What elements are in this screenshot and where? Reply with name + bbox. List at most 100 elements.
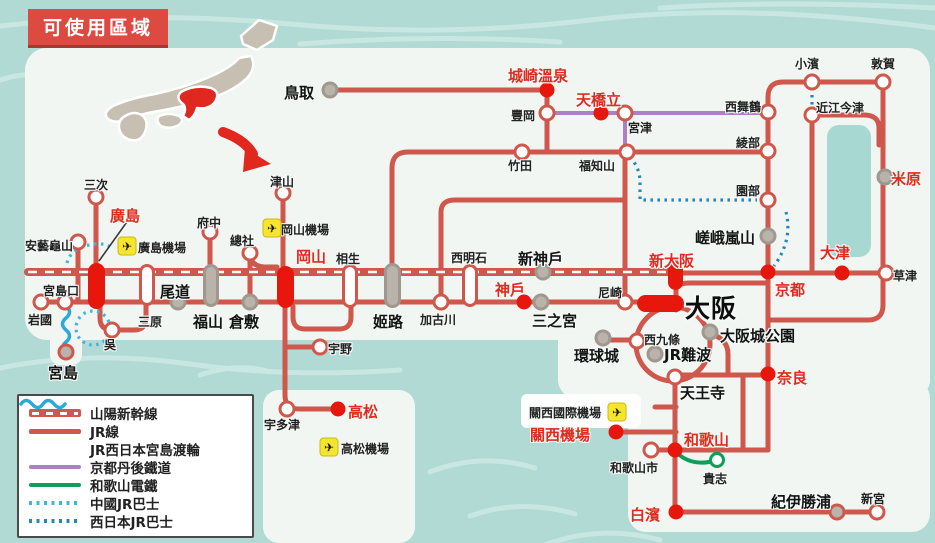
- station-marker: [759, 227, 777, 245]
- station-marker: [274, 184, 292, 202]
- jr-line: [290, 303, 354, 332]
- shinkansen-station-capsule: [139, 264, 155, 306]
- sea-wave: [427, 458, 538, 475]
- map-label: 米原: [891, 170, 922, 188]
- legend-label: JR線: [90, 425, 119, 441]
- shinkansen-station-capsule: [637, 295, 684, 312]
- airport-icon: ✈: [117, 236, 137, 256]
- japan-map-inset: [104, 18, 279, 172]
- station-marker: [311, 338, 329, 356]
- map-label: 宇野: [328, 342, 353, 356]
- map-label: 環球城: [574, 347, 620, 365]
- map-label: 三次: [84, 178, 109, 192]
- map-label: 宮津: [628, 121, 653, 135]
- shinkansen-station-capsule: [277, 266, 294, 308]
- map-label: 嵯峨嵐山: [695, 229, 756, 247]
- station-marker: [57, 343, 75, 361]
- map-label: 西九條: [644, 333, 681, 347]
- sea-wave: [543, 530, 663, 543]
- station-marker: [834, 265, 850, 281]
- legend-label: 中國JR巴士: [90, 497, 160, 513]
- map-label: 倉敷: [229, 313, 260, 331]
- station-marker: [868, 503, 886, 521]
- map-label: 高松: [348, 403, 379, 421]
- japan-honshu: [104, 54, 255, 123]
- sea-wave: [197, 365, 273, 378]
- pointer-arrow: [218, 127, 271, 172]
- shinkansen-station-capsule: [384, 263, 401, 308]
- map-label: 福知山: [579, 159, 616, 173]
- map-label: 三之宮: [532, 312, 578, 330]
- legend-row: 和歌山電鐵: [29, 476, 242, 495]
- map-label: 宮島: [48, 364, 79, 382]
- airport-icon: ✈: [607, 402, 627, 422]
- map-label: 西明石: [451, 251, 488, 265]
- map-label: 西舞鶴: [725, 100, 762, 114]
- map-label: 敦賀: [871, 57, 896, 71]
- japan-hokkaido: [239, 18, 279, 52]
- station-marker: [646, 345, 664, 363]
- map-label: 三原: [138, 315, 163, 329]
- map-label: 高松機場: [341, 442, 390, 456]
- station-marker: [539, 82, 555, 98]
- station-marker: [594, 329, 612, 347]
- map-label: 總社: [230, 234, 255, 248]
- map-label: 和歌山: [684, 431, 730, 449]
- station-marker: [69, 233, 87, 251]
- legend-row: 中國JR巴士: [29, 494, 242, 513]
- station-marker: [201, 223, 219, 241]
- station-marker: [877, 264, 895, 282]
- station-marker: [87, 188, 105, 206]
- map-label: 宇多津: [264, 418, 301, 432]
- station-marker: [538, 104, 556, 122]
- map-label: 津山: [270, 175, 295, 189]
- station-marker: [668, 504, 684, 520]
- map-label: 竹田: [508, 159, 533, 173]
- station-marker: [666, 368, 684, 386]
- station-marker: [534, 263, 552, 281]
- map-label: 神戶: [495, 281, 526, 299]
- station-marker: [759, 103, 777, 121]
- sea-wave: [467, 503, 578, 519]
- station-marker: [618, 143, 636, 161]
- map-label: 關西國際機場: [529, 406, 602, 420]
- map-label: 近江今津: [816, 101, 865, 115]
- legend-row: JR線: [29, 422, 242, 441]
- map-label: 岡山機場: [281, 223, 330, 237]
- station-marker: [593, 105, 609, 121]
- map-label: JR難波: [664, 346, 712, 364]
- station-marker: [642, 441, 660, 459]
- map-label: 廣島: [110, 207, 141, 225]
- station-marker: [169, 293, 187, 311]
- legend-label: 京都丹後鐵道: [90, 461, 171, 477]
- map-label: 大阪: [685, 294, 738, 323]
- legend-label: 西日本JR巴士: [90, 515, 173, 531]
- jr-line: [809, 112, 882, 148]
- legend-bus-chugoku-sample: [29, 501, 81, 505]
- map-title: 可使用區域: [28, 9, 169, 45]
- legend-shinkansen-sample: [29, 409, 81, 417]
- station-marker: [759, 191, 777, 209]
- map-label: 紀伊勝浦: [771, 493, 832, 511]
- station-marker: [241, 244, 259, 262]
- map-label: 園部: [736, 184, 761, 198]
- jr-line: [438, 197, 628, 303]
- station-marker: [701, 323, 719, 341]
- map-label: 新神戶: [518, 250, 564, 268]
- map-label: 小濱: [795, 57, 820, 71]
- map-label: 關西機場: [530, 426, 591, 444]
- legend-row: JR西日本宮島渡輪: [19, 398, 242, 459]
- station-marker: [628, 332, 646, 350]
- map-label: 天橋立: [576, 91, 622, 109]
- station-marker: [709, 452, 725, 468]
- airport-icon: ✈: [319, 437, 339, 457]
- legend-wakayama-sample: [29, 483, 81, 487]
- station-marker: [760, 366, 776, 382]
- jr-line: [389, 149, 771, 268]
- map-label: 新大阪: [649, 252, 695, 270]
- shinkansen-station-capsule: [88, 263, 105, 309]
- map-label: 尼崎: [598, 286, 623, 300]
- sea-wave: [297, 35, 563, 47]
- sea-wave: [657, 1, 935, 11]
